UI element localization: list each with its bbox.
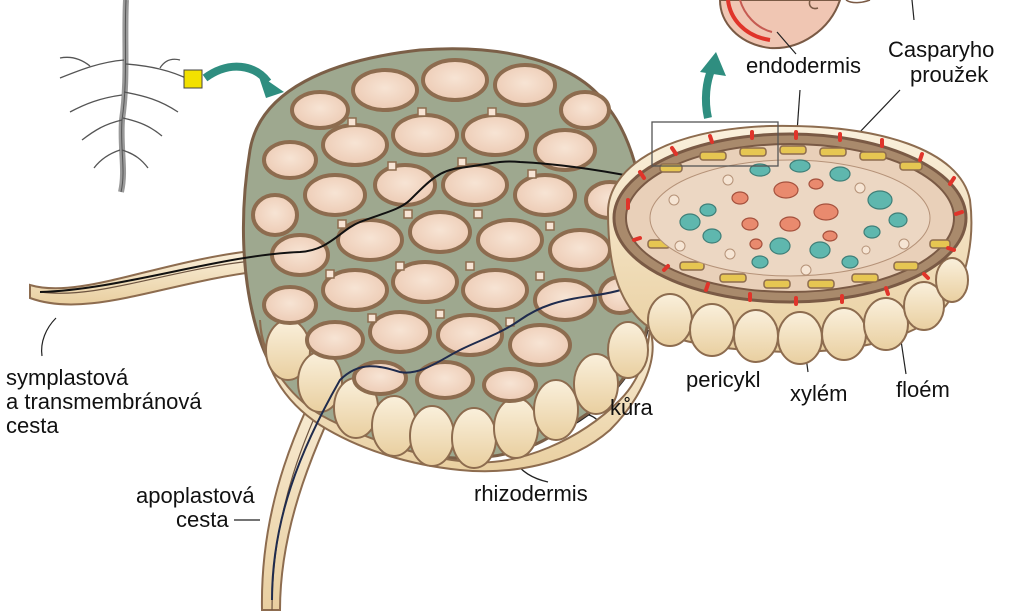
- label-rhizodermis: rhizodermis: [474, 481, 588, 506]
- endodermis-zoom-box: [651, 121, 779, 167]
- enlarged-endodermis-fragment: [718, 0, 871, 50]
- label-kura: kůra: [610, 395, 653, 420]
- label-floem: floém: [896, 377, 950, 402]
- label-xylem: xylém: [790, 381, 848, 406]
- label-prouzek: proužek: [910, 62, 989, 87]
- label-casparyho: Casparyho: [888, 37, 995, 62]
- label-symplastova-3: cesta: [6, 413, 59, 438]
- label-apoplastova-1: apoplastová: [136, 483, 255, 508]
- zoom-arrow-right: [701, 66, 716, 119]
- symplast-route-line: [39, 160, 676, 293]
- label-symplastova-1: symplastová: [6, 365, 129, 390]
- root-sketch: [59, 0, 191, 193]
- stele-block: [606, 121, 973, 365]
- zoom-arrow-left: [202, 62, 272, 85]
- label-endodermis: endodermis: [746, 53, 861, 78]
- label-pericykl: pericykl: [686, 367, 761, 392]
- label-apoplastova-2: cesta: [176, 507, 229, 532]
- label-symplastova-2: a transmembránová: [6, 389, 202, 414]
- cortex-block: [39, 47, 711, 601]
- magnified-region-marker: [183, 69, 203, 89]
